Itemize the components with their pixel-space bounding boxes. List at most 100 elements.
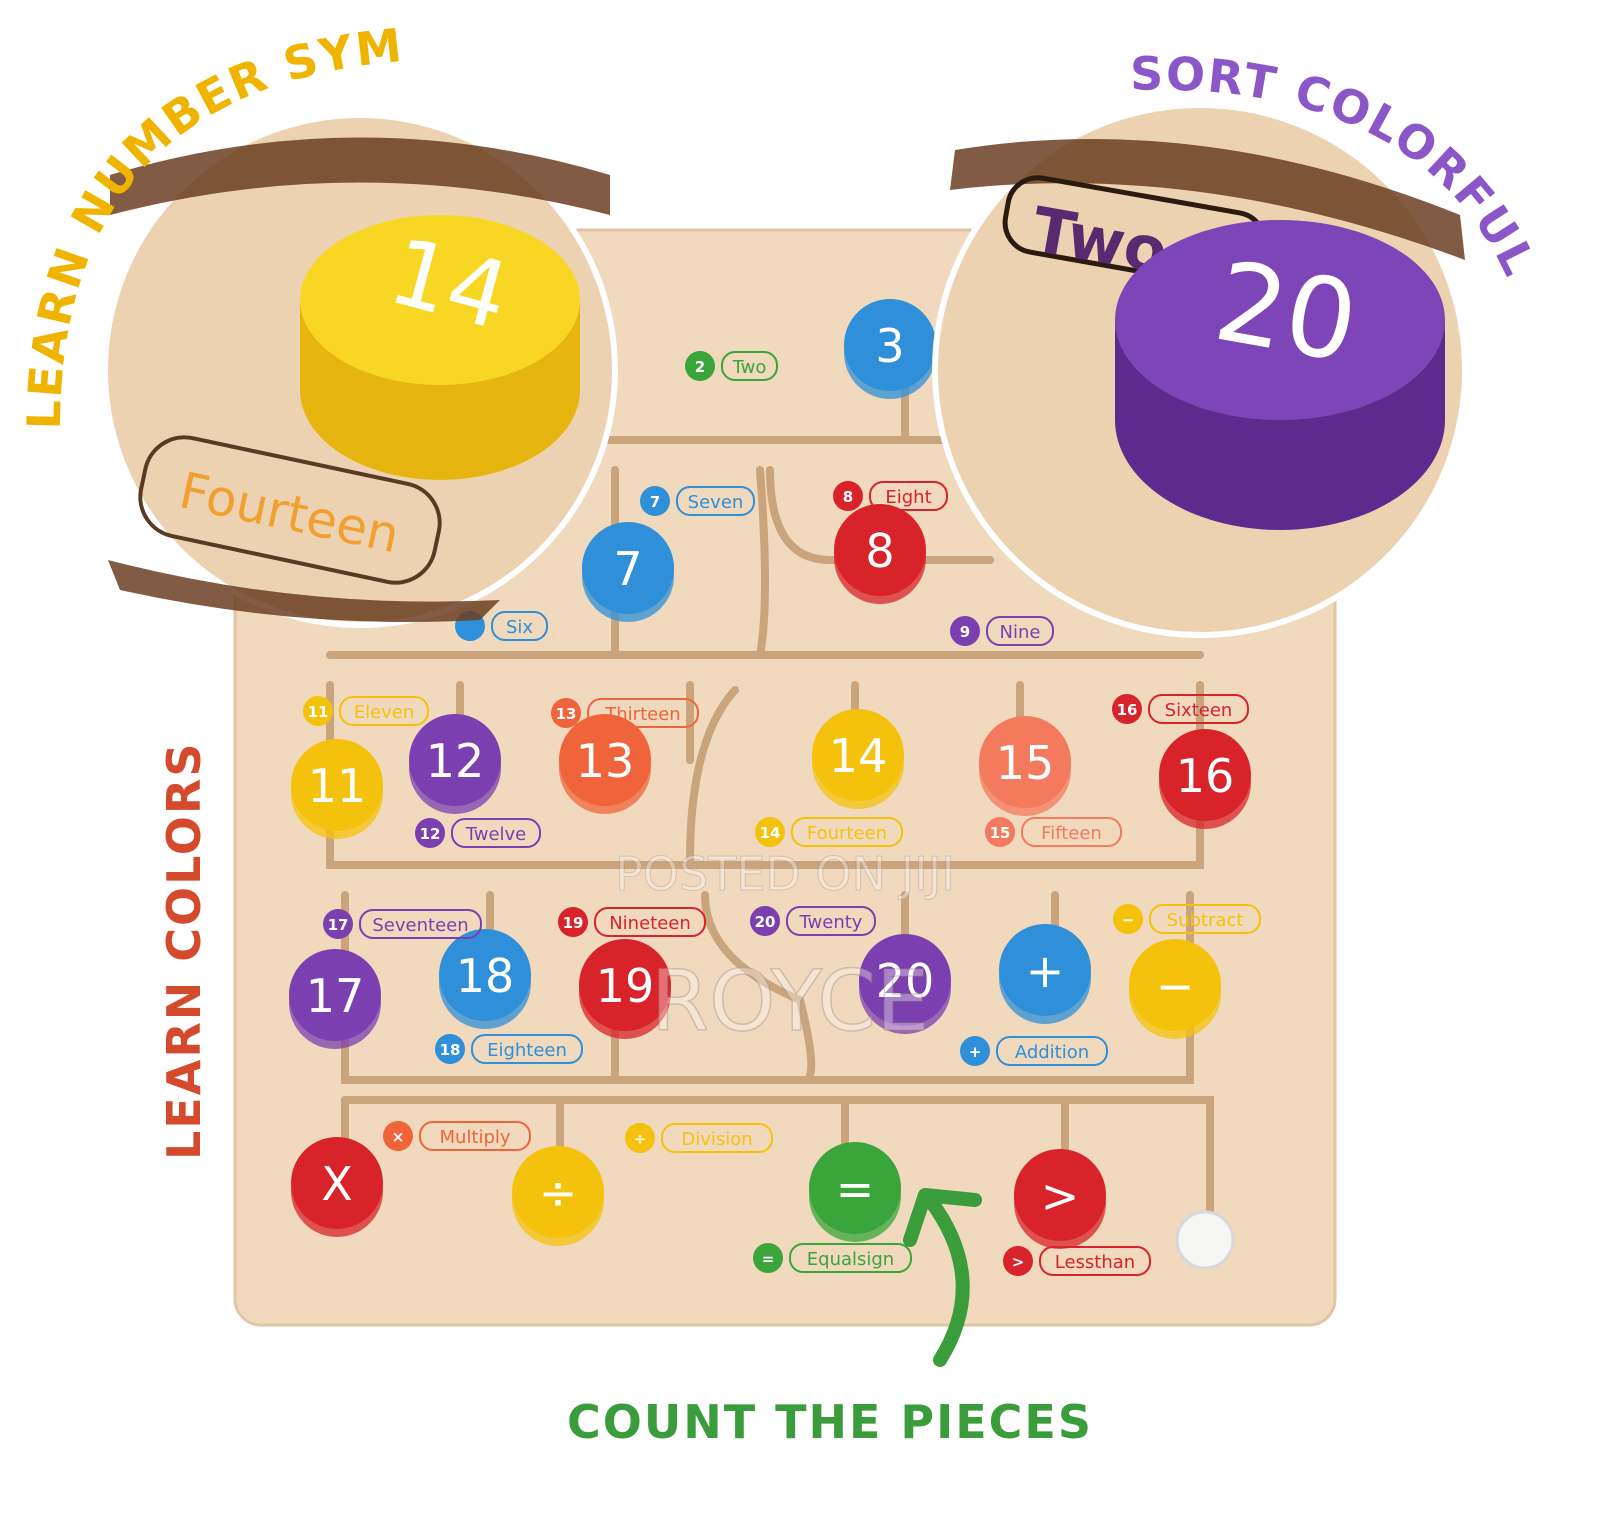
word-label-10: 15 Fifteen (985, 817, 1122, 847)
word-label-0: 2 Two (685, 351, 778, 381)
piece-label: 17 (306, 969, 365, 1023)
piece-10[interactable]: 18 (439, 929, 531, 1029)
piece-label: 3 (875, 319, 904, 373)
piece-1[interactable]: 7 (582, 522, 674, 622)
piece-2[interactable]: 8 (834, 504, 926, 604)
piece-label: 12 (426, 734, 485, 788)
watermark-posted: POSTED ON JIJI (615, 847, 955, 901)
piece-15[interactable]: X (291, 1137, 383, 1237)
word-label-6: 13 Thirteen (551, 698, 699, 728)
piece-label: 15 (996, 736, 1055, 790)
piece-3[interactable]: 11 (291, 739, 383, 839)
label-number: 18 (440, 1041, 461, 1059)
word-label-1: 7 Seven (640, 486, 755, 516)
piece-label: 8 (865, 524, 894, 578)
label-word: Two (732, 357, 767, 378)
label-word: Fifteen (1041, 823, 1102, 844)
label-number: 2 (695, 358, 705, 376)
piece-5[interactable]: 13 (559, 714, 651, 814)
label-number: 20 (755, 913, 776, 931)
zoom-circle-left: 14 Fourteen (102, 112, 618, 628)
piece-13[interactable]: + (999, 924, 1091, 1024)
piece-18[interactable]: > (1014, 1149, 1106, 1249)
word-label-16: + Addition (960, 1036, 1108, 1066)
word-label-9: 14 Fourteen (755, 817, 903, 847)
piece-8[interactable]: 16 (1159, 729, 1251, 829)
label-word: Nineteen (609, 913, 691, 934)
label-number: 13 (556, 705, 577, 723)
label-word: Fourteen (807, 823, 887, 844)
label-word: Eight (885, 487, 931, 508)
piece-label: 14 (829, 729, 888, 783)
label-word: Subtract (1167, 910, 1244, 931)
word-label-20: > Lessthan (1003, 1246, 1151, 1276)
label-number: 14 (760, 824, 781, 842)
piece-0[interactable]: 3 (844, 299, 936, 399)
label-number: 8 (843, 488, 853, 506)
label-number: 11 (308, 703, 329, 721)
piece-11[interactable]: 19 (579, 939, 671, 1039)
label-number: 17 (328, 916, 349, 934)
piece-label: 18 (456, 949, 515, 1003)
label-word: Twelve (465, 824, 527, 845)
piece-7[interactable]: 15 (979, 716, 1071, 816)
label-number: = (762, 1250, 775, 1268)
label-word: Addition (1015, 1042, 1089, 1063)
word-label-15: 18 Eighteen (435, 1034, 583, 1064)
word-label-4: 9 Nine (950, 616, 1054, 646)
piece-16[interactable]: ÷ (512, 1146, 604, 1246)
label-number: ÷ (634, 1130, 647, 1148)
piece-17[interactable]: = (809, 1142, 901, 1242)
callout-count-the-pieces: COUNT THE PIECES (567, 1395, 1093, 1449)
label-number: 15 (990, 824, 1011, 842)
label-number: > (1012, 1253, 1025, 1271)
label-word: Sixteen (1165, 700, 1233, 721)
word-label-14: − Subtract (1113, 904, 1261, 934)
piece-label: 20 (876, 954, 935, 1008)
label-number: 9 (960, 623, 970, 641)
watermark-royce: ROYCE (651, 952, 929, 1050)
word-label-8: 12 Twelve (415, 818, 541, 848)
piece-14[interactable]: − (1129, 939, 1221, 1039)
green-arrow-icon (903, 1188, 982, 1367)
label-word: Multiply (439, 1127, 510, 1148)
piece-label: + (1026, 944, 1065, 998)
label-word: Eighteen (487, 1040, 567, 1061)
label-number: + (969, 1043, 982, 1061)
piece-6[interactable]: 14 (812, 709, 904, 809)
label-word: Seven (688, 492, 744, 513)
number-pieces: 3 7 8 11 12 13 14 15 16 17 18 19 20 + − X ÷ = > (289, 299, 1251, 1249)
piece-label: X (321, 1157, 353, 1211)
word-label-2: 8 Eight (833, 481, 948, 511)
label-number: 12 (420, 825, 441, 843)
piece-label: − (1156, 959, 1195, 1013)
piece-9[interactable]: 17 (289, 949, 381, 1049)
label-word: Equalsign (807, 1249, 894, 1270)
label-number: 7 (650, 493, 660, 511)
label-word: Lessthan (1055, 1252, 1135, 1273)
label-word: Thirteen (604, 704, 680, 725)
word-label-13: 20 Twenty (750, 906, 876, 936)
piece-label: 7 (613, 542, 642, 596)
piece-label: 13 (576, 734, 635, 788)
label-word: Six (506, 617, 533, 638)
word-label-19: = Equalsign (753, 1243, 912, 1273)
label-word: Seventeen (372, 915, 468, 936)
word-label-17: × Multiply (383, 1121, 531, 1151)
piece-12[interactable]: 20 (859, 934, 951, 1034)
word-label-12: 19 Nineteen (558, 907, 706, 937)
piece-label: 16 (1176, 749, 1235, 803)
label-word: Twenty (799, 912, 863, 933)
label-word: Nine (1000, 622, 1041, 643)
label-number: − (1122, 911, 1135, 929)
callout-learn-colors: LEARN COLORS (157, 742, 211, 1160)
label-number: 19 (563, 914, 584, 932)
word-label-11: 17 Seventeen (323, 909, 482, 939)
white-knob (1175, 1210, 1235, 1270)
piece-4[interactable]: 12 (409, 714, 501, 814)
label-number: × (392, 1128, 405, 1146)
